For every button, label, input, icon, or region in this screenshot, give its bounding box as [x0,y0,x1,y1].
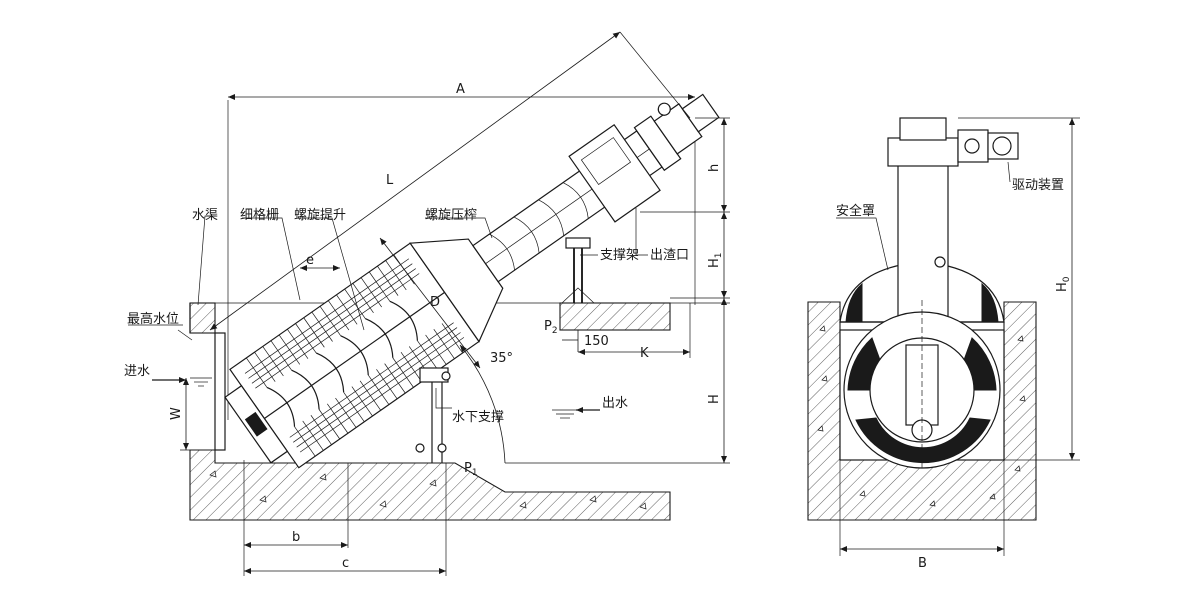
dim-150: 150 [584,334,609,349]
label-water-out: 出水 [602,396,628,411]
dim-W: W [169,407,184,420]
label-max-water-level: 最高水位 [127,311,179,327]
label-discharge-outlet: 出渣口 [650,248,689,263]
label-screw-press: 螺旋压榨 [425,207,477,223]
support-slab [559,302,671,331]
label-screw-lift: 螺旋提升 [294,207,346,223]
dim-H1: H1 [707,252,724,268]
dim-P1: P1 [464,461,478,478]
dim-c: c [342,556,349,571]
drive-unit [957,129,1019,163]
dim-P2: P2 [544,319,558,336]
dim-angle: 35° [490,351,513,366]
label-water-in: 进水 [124,364,150,379]
dim-K: K [640,346,649,361]
label-support-frame: 支撑架 [600,248,639,263]
label-channel: 水渠 [192,208,218,223]
label-fine-screen: 细格栅 [240,207,279,223]
dim-D: D [430,295,440,310]
label-safety-cover: 安全罩 [836,203,875,219]
dim-H0: H0 [1055,276,1072,292]
water-surface-in [190,377,212,387]
water-surface-out [552,409,578,419]
end-view: 驱动装置 安全罩 B H0 [807,117,1080,571]
dim-B: B [918,556,927,571]
dim-h: h [707,164,722,172]
underwater-support [415,367,451,463]
channel-floor [189,449,671,521]
dim-L: L [386,173,394,188]
dim-e: e [306,253,314,268]
dim-b: b [292,530,300,545]
label-underwater-support: 水下支撑 [452,410,504,425]
label-drive-unit: 驱动装置 [1012,178,1064,193]
dim-H: H [707,394,722,404]
dim-A: A [456,82,465,97]
channel-wall [189,302,226,451]
side-view: 水渠 细格栅 螺旋提升 螺旋压榨 支撑架 出渣口 最高水位 进水 水下支撑 出水… [124,31,730,576]
